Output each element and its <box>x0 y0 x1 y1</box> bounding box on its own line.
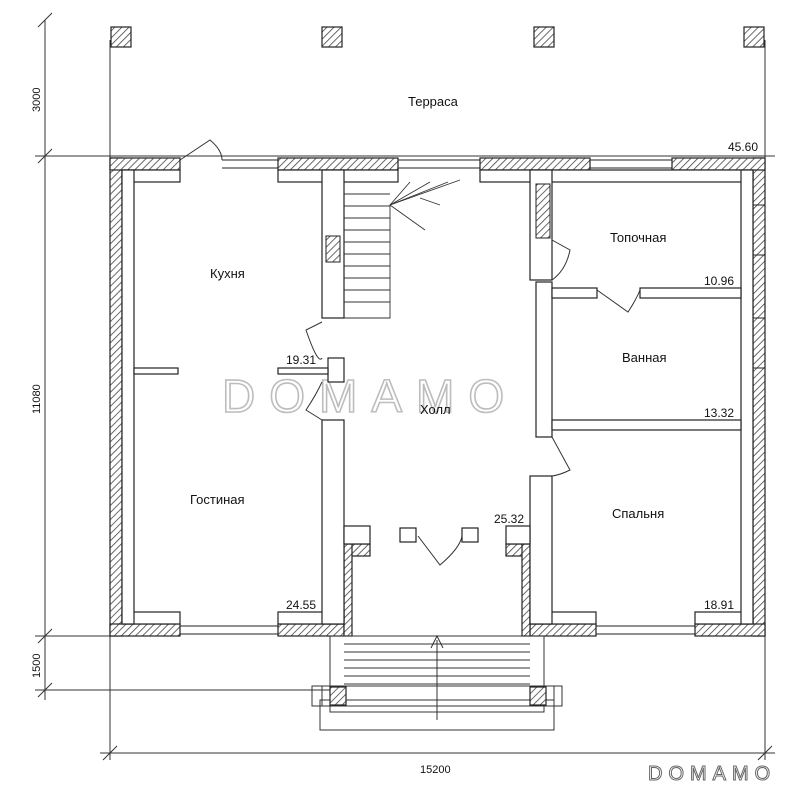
dim-house-width: 15200 <box>420 764 451 776</box>
brand-logo-text: DOMAMO <box>648 763 776 785</box>
area-kitchen: 19.31 <box>286 353 316 367</box>
porch-columns <box>329 686 547 706</box>
area-total: 45.60 <box>728 140 758 154</box>
area-boiler: 10.96 <box>704 274 734 288</box>
porch <box>311 634 563 731</box>
room-label-boiler: Топочная <box>610 230 666 245</box>
room-label-kitchen: Кухня <box>210 266 245 281</box>
area-hall: 25.32 <box>494 512 524 526</box>
room-label-bath: Ванная <box>622 350 667 365</box>
doors <box>179 139 641 566</box>
terrace-columns <box>110 26 765 48</box>
dim-terrace-depth: 3000 <box>31 88 43 112</box>
room-label-living: Гостиная <box>190 492 245 507</box>
chimney-blocks <box>325 183 551 263</box>
area-bedroom: 18.91 <box>704 598 734 612</box>
dim-house-depth: 11080 <box>31 384 43 414</box>
area-living: 24.55 <box>286 598 316 612</box>
staircase <box>344 179 461 319</box>
dim-porch-depth: 1500 <box>31 654 43 678</box>
room-label-bedroom: Спальня <box>612 506 664 521</box>
room-label-hall: Холл <box>420 402 451 417</box>
room-label-terrace: Терраса <box>408 94 459 109</box>
watermark-text: DOMAMO <box>222 370 518 422</box>
inner-walls <box>121 169 754 625</box>
area-bath: 13.32 <box>704 406 734 420</box>
